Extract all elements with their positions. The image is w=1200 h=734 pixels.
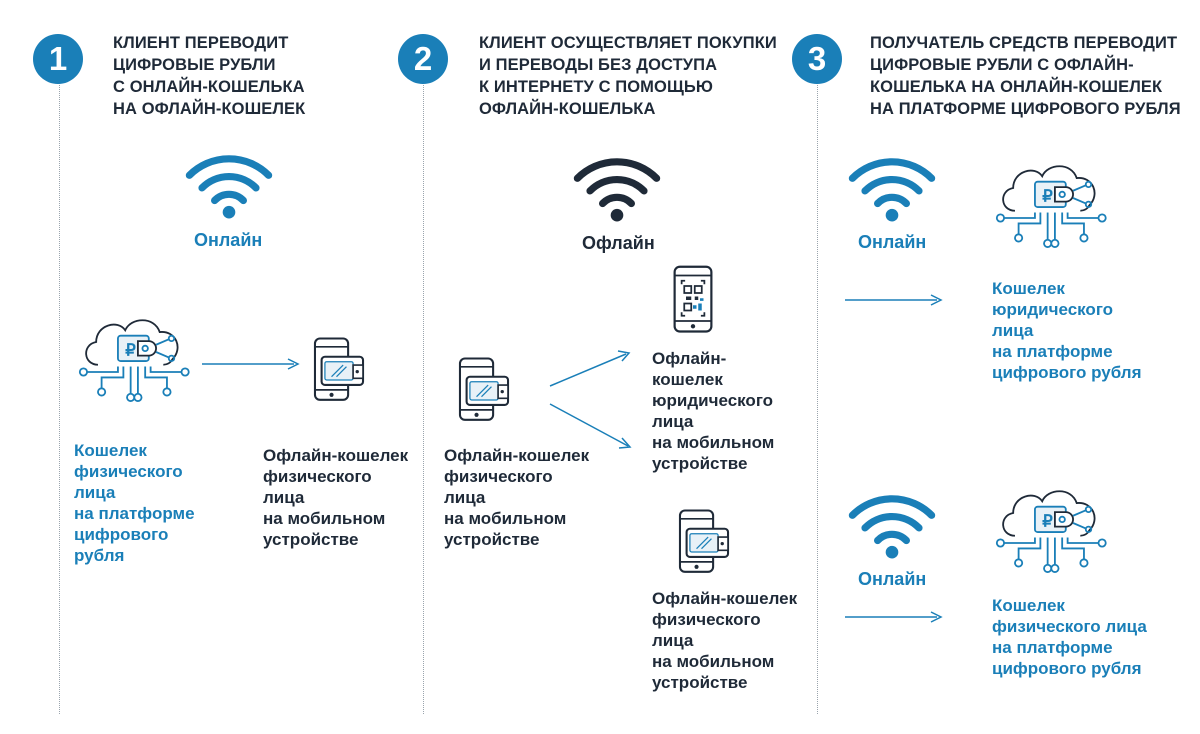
step-2-title: Клиент осуществляет покупки и переводы б… [479,34,777,118]
phone-wallet-icon [675,508,733,576]
phone-wallet-icon [310,336,368,404]
col2-target-top-label: Офлайн- кошелек юридического лица на моб… [652,349,775,473]
arrow-right-icon [549,403,632,449]
col1-source-label: Кошелек физического лица на платформе ци… [74,441,195,565]
col1-wifi-label: Онлайн [194,230,263,250]
divider-3 [817,80,818,714]
wifi-icon [572,158,662,222]
col2-source-label: Офлайн-кошелек физического лица на мобил… [444,446,590,549]
phone-wallet-icon [455,356,513,424]
wifi-icon [847,495,937,559]
col2-target-bottom-label: Офлайн-кошелек физического лица на мобил… [652,589,798,692]
arrow-right-icon [202,358,300,370]
col3-target-top-label: Кошелек юридического лица на платформе ц… [992,279,1142,382]
col3-wifi-bottom-label: Онлайн [858,569,927,589]
phone-qr-icon [671,265,715,335]
col3-wifi-top-label: Онлайн [858,232,927,252]
divider-2 [423,80,424,714]
cloud-wallet-icon [995,158,1113,258]
arrow-right-icon [845,294,943,306]
cloud-wallet-icon [995,483,1113,583]
cloud-wallet-icon [78,312,196,412]
arrow-right-icon [845,611,943,623]
col3-target-bottom-label: Кошелек физического лица на платформе ци… [992,596,1147,678]
step-2-number: 2 [398,34,448,84]
col1-target-label: Офлайн-кошелек физического лица на мобил… [263,446,409,549]
step-1-number: 1 [33,34,83,84]
wifi-icon [847,158,937,222]
col2-wifi-label: Офлайн [582,233,655,253]
step-3-title: Получатель средств переводит цифровые ру… [870,34,1181,118]
wifi-icon [184,155,274,219]
step-3-number: 3 [792,34,842,84]
step-1-title: Клиент переводит цифровые рубли с онлайн… [113,34,306,118]
divider-1 [59,80,60,714]
arrow-right-icon [549,350,631,387]
